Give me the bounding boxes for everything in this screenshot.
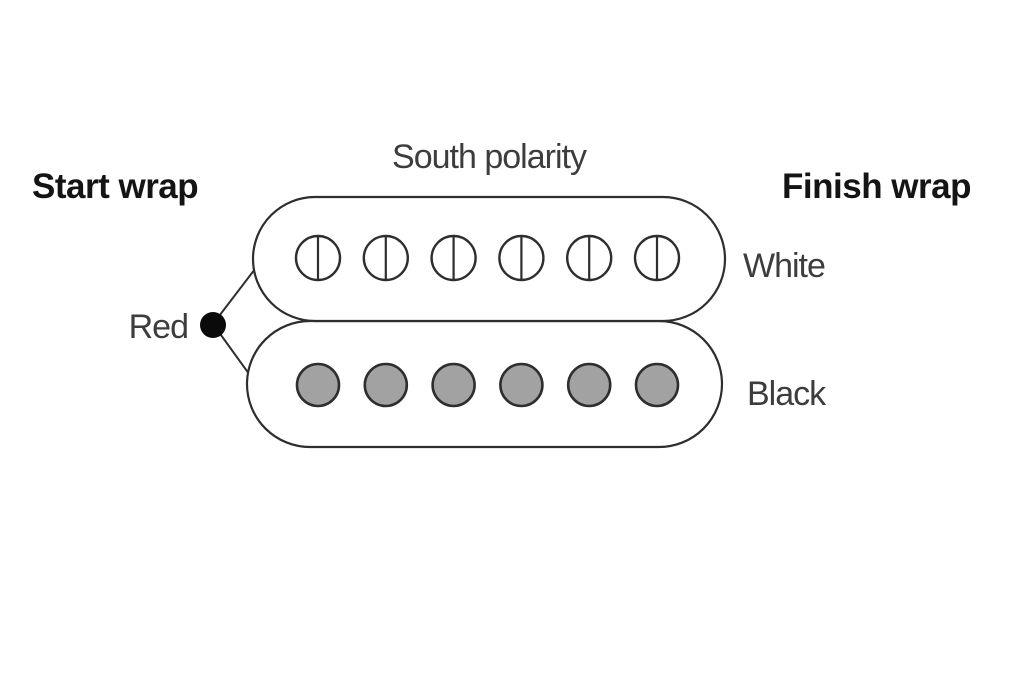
black-lead-label: Black xyxy=(747,375,827,413)
slug-pole-icon xyxy=(634,362,680,408)
slug-pole-icon xyxy=(363,362,409,408)
screw-pole-row xyxy=(294,234,681,282)
start-wrap-label: Start wrap xyxy=(32,167,198,206)
slug-pole-icon xyxy=(295,362,341,408)
slug-pole-row xyxy=(295,362,680,408)
slug-pole-icon xyxy=(431,362,476,408)
white-lead-label: White xyxy=(743,247,825,285)
start-wire-dot xyxy=(200,312,226,338)
slug-pole-icon xyxy=(499,362,544,408)
slug-pole-icon xyxy=(566,362,612,408)
top-coil-bobbin xyxy=(251,195,727,323)
finish-wrap-label: Finish wrap xyxy=(782,167,971,206)
red-lead-label: Red xyxy=(129,308,188,346)
polarity-label: South polarity xyxy=(392,138,587,176)
